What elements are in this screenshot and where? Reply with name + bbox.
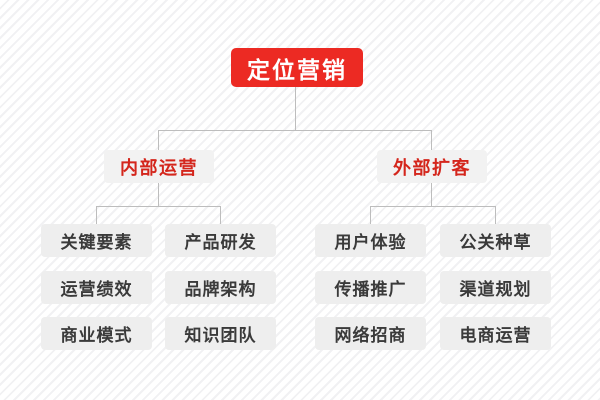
leaf-node[interactable]: 品牌架构	[165, 271, 276, 304]
root-node[interactable]: 定位营销	[231, 48, 363, 87]
connector-left-col1-drop	[96, 206, 97, 225]
connector-left-bar	[96, 206, 220, 207]
connector-branch-left-drop	[158, 130, 159, 151]
leaf-node[interactable]: 电商运营	[440, 317, 551, 350]
connector-left-stem	[158, 183, 159, 207]
connector-root-stem	[295, 87, 296, 131]
leaf-node[interactable]: 关键要素	[41, 224, 152, 257]
leaf-node[interactable]: 用户体验	[315, 224, 426, 257]
connector-right-bar	[370, 206, 495, 207]
leaf-node[interactable]: 渠道规划	[440, 271, 551, 304]
connector-left-col2-drop	[220, 206, 221, 225]
leaf-node[interactable]: 传播推广	[315, 271, 426, 304]
branch-node-internal-operations[interactable]: 内部运营	[104, 150, 214, 183]
connector-right-col2-drop	[495, 206, 496, 225]
connector-right-col1-drop	[370, 206, 371, 225]
leaf-node[interactable]: 产品研发	[165, 224, 276, 257]
connector-branch-right-drop	[431, 130, 432, 151]
leaf-node[interactable]: 商业模式	[41, 317, 152, 350]
connector-right-stem	[431, 183, 432, 207]
leaf-node[interactable]: 运营绩效	[41, 271, 152, 304]
connector-branch-bar	[158, 130, 431, 131]
leaf-node[interactable]: 网络招商	[315, 317, 426, 350]
leaf-node[interactable]: 知识团队	[165, 317, 276, 350]
branch-node-external-acquisition[interactable]: 外部扩客	[377, 150, 487, 183]
leaf-node[interactable]: 公关种草	[440, 224, 551, 257]
